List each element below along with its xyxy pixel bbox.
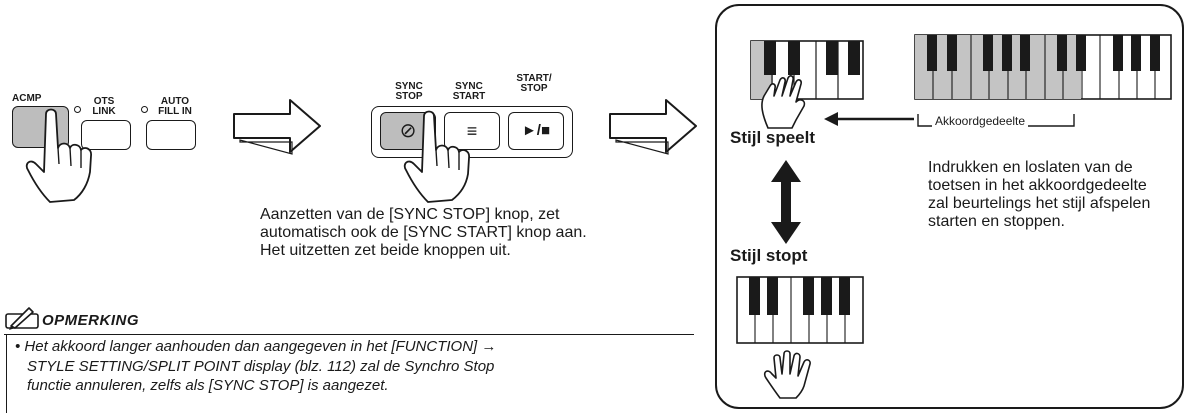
chord-description: Indrukken en loslaten van de toetsen in … [928, 159, 1151, 230]
acmp-button[interactable] [12, 106, 69, 148]
auto-fill-led [141, 106, 148, 113]
pointing-hand-icon [25, 108, 92, 203]
note-text: • Het akkoord langer aanhouden dan aange… [15, 338, 497, 394]
keyboard-pressed [750, 40, 864, 129]
auto-fill-in-button[interactable] [146, 120, 196, 150]
left-arrow-icon [824, 112, 914, 126]
note-rule [4, 334, 694, 335]
sync-start-button[interactable]: ≡ [444, 112, 500, 150]
start-stop-button[interactable]: ►/■ [508, 112, 564, 150]
ots-link-button[interactable] [81, 120, 131, 150]
acmp-label: ACMP [12, 93, 42, 104]
pointing-hand-icon [403, 110, 470, 203]
style-demo-panel [715, 4, 1184, 409]
right-arrow-icon [233, 99, 321, 155]
sync-start-icon: ≡ [466, 121, 478, 141]
chord-area-label: Akkoordgedeelte [932, 114, 1029, 128]
sync-caption: Aanzetten van de [SYNC STOP] knop, zet a… [260, 206, 587, 259]
keyboard-chord-section [914, 34, 1172, 100]
up-down-arrow-icon [771, 160, 801, 244]
note-side-rule [6, 335, 7, 413]
style-stops-label: Stijl stopt [730, 246, 808, 265]
pencil-note-icon [5, 307, 39, 330]
open-hand-icon [763, 350, 811, 399]
note-title: OPMERKING [42, 312, 140, 329]
ots-link-led [74, 106, 81, 113]
keyboard-released [736, 276, 864, 344]
start-stop-icon: ►/■ [521, 122, 551, 139]
right-arrow-icon [609, 99, 697, 155]
style-plays-label: Stijl speelt [730, 128, 816, 147]
start-stop-label: START/STOP [516, 73, 552, 94]
sync-button-group [371, 106, 573, 158]
sync-stop-icon: ⊘ [399, 120, 417, 142]
